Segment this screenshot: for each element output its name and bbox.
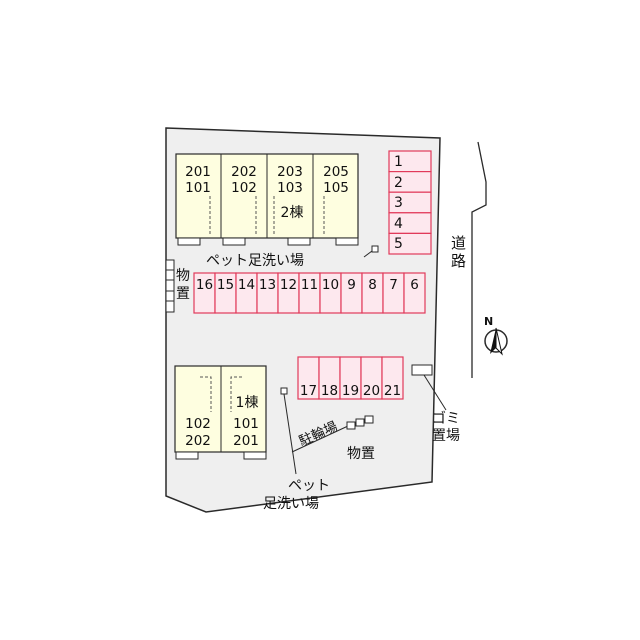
storage-left-label-line1: 物 <box>176 268 190 284</box>
parking-number: 4 <box>394 216 403 232</box>
parking-space <box>381 356 404 400</box>
parking-number: 10 <box>322 277 339 293</box>
parking-number: 15 <box>217 277 234 293</box>
unit-upper-number: 101 <box>233 416 259 432</box>
building-2: 201 101 202 102 203 103 205 105 2棟 <box>175 153 359 246</box>
unit-lower-number: 105 <box>323 180 349 196</box>
unit-upper-number: 202 <box>231 164 257 180</box>
building-1-name: 1棟 <box>236 395 259 411</box>
building-2-step <box>335 237 359 246</box>
parking-number: 11 <box>301 277 318 293</box>
road-label-line1: 道 <box>451 234 466 252</box>
parking-number: 9 <box>347 277 356 293</box>
parking-number: 1 <box>394 154 403 170</box>
road-label-line2: 路 <box>451 252 466 270</box>
building-2-step <box>177 237 201 246</box>
pet-wash-top-label: ペット足洗い場 <box>206 253 304 269</box>
parking-number: 12 <box>280 277 297 293</box>
bike-parking-line <box>291 425 349 453</box>
building-1-step <box>175 451 199 460</box>
storage-bottom <box>346 415 374 430</box>
compass-north-label: N <box>484 315 493 328</box>
garbage-label-line1: ゴミ <box>432 410 460 427</box>
building-2-name: 2棟 <box>281 205 304 221</box>
parking-row-middle: 16 15 14 13 12 11 10 9 8 7 6 <box>193 272 426 314</box>
parking-space <box>388 232 432 255</box>
building-2-step <box>222 237 246 246</box>
storage-left <box>165 259 175 313</box>
parking-column: 1 2 3 4 5 <box>388 150 432 255</box>
garbage-area-marker <box>411 364 433 376</box>
pet-wash-marker <box>280 387 288 395</box>
parking-row-bottom: 17 18 19 20 21 <box>297 356 404 400</box>
building-1-step <box>243 451 267 460</box>
parking-number: 18 <box>321 383 338 399</box>
parking-number: 3 <box>394 195 403 211</box>
road <box>471 141 487 378</box>
parking-number: 14 <box>238 277 255 293</box>
building-1: 102 202 101 201 1棟 <box>174 365 267 460</box>
pet-wash-bottom-label-line2: 足洗い場 <box>263 496 319 512</box>
parking-number: 20 <box>363 383 380 399</box>
parking-number: 21 <box>384 383 401 399</box>
unit-upper-number: 201 <box>185 164 211 180</box>
garbage-label-line2: 置場 <box>432 428 460 444</box>
unit-lower-number: 101 <box>185 180 211 196</box>
parking-number: 19 <box>342 383 359 399</box>
pet-wash-marker <box>371 245 379 253</box>
unit-lower-number: 202 <box>185 433 211 449</box>
unit-lower-number: 102 <box>231 180 257 196</box>
parking-number: 6 <box>410 277 419 293</box>
pet-wash-bottom-label-line1: ペット <box>288 478 330 494</box>
unit-upper-number: 102 <box>185 416 211 432</box>
parking-number: 2 <box>394 175 403 191</box>
parking-number: 8 <box>368 277 377 293</box>
unit-lower-number: 103 <box>277 180 303 196</box>
unit-upper-number: 205 <box>323 164 349 180</box>
parking-number: 7 <box>389 277 398 293</box>
compass-icon: N <box>484 315 508 356</box>
storage-left-label-line2: 置 <box>176 286 190 302</box>
building-2-step <box>287 237 311 246</box>
parking-number: 17 <box>300 383 317 399</box>
unit-upper-number: 203 <box>277 164 303 180</box>
parking-number: 13 <box>259 277 276 293</box>
parking-number: 5 <box>394 236 403 252</box>
storage-bottom-label: 物置 <box>347 446 375 462</box>
parking-number: 16 <box>196 277 213 293</box>
parking-space <box>403 272 426 314</box>
unit-lower-number: 201 <box>233 433 259 449</box>
